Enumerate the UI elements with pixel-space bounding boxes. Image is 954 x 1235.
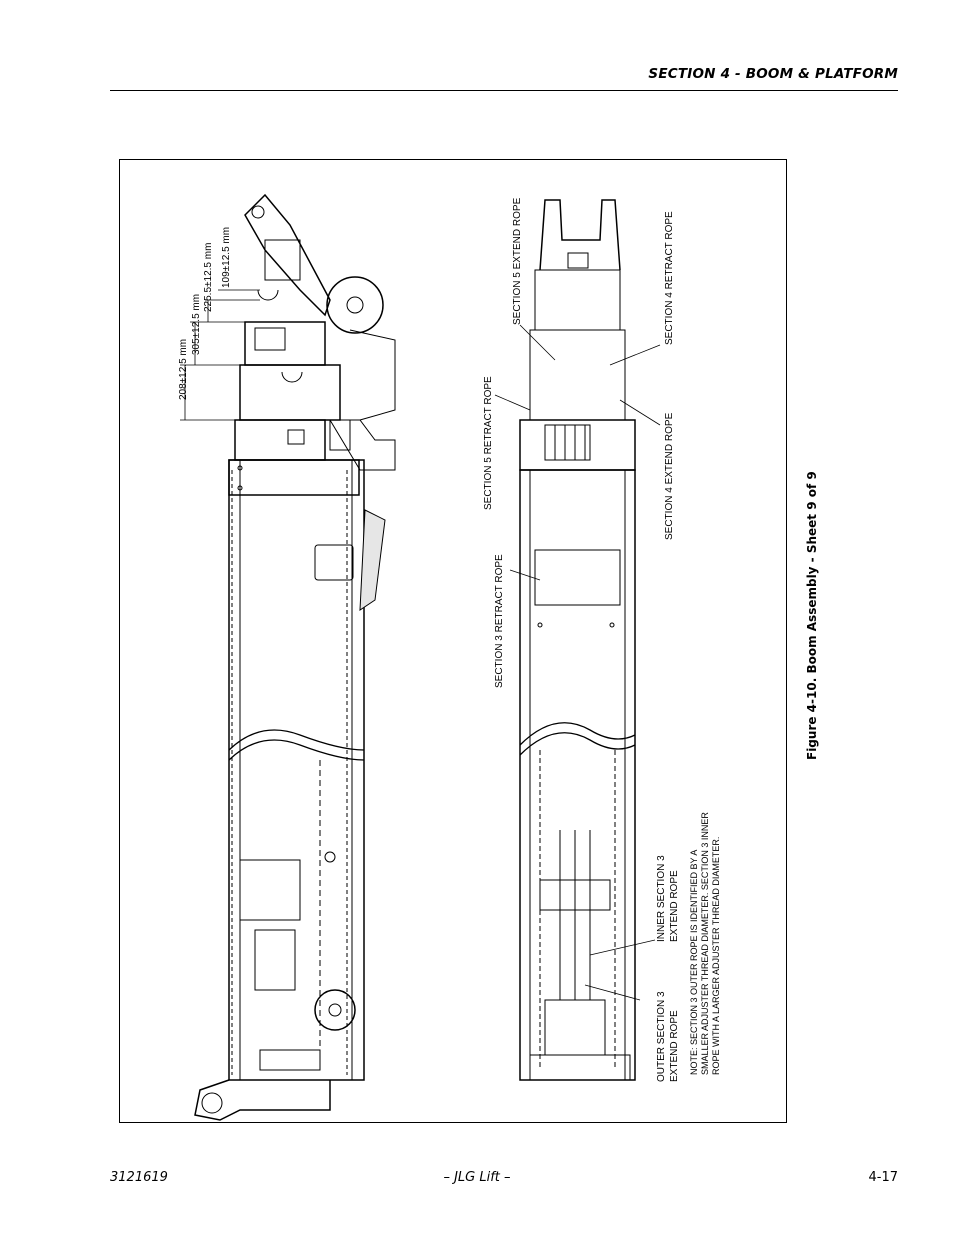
leader-lines: [494, 324, 661, 1001]
figure-labels: 208±12.5 mm 305±12.5 mm 225.5±12.5 mm 10…: [178, 197, 721, 1082]
dimension-lines: [180, 289, 260, 421]
footer-brand: – JLG Lift –: [443, 1170, 511, 1185]
section5-retract-rope-label: SECTION 5 RETRACT ROPE: [483, 376, 494, 510]
page-number: 4-17: [868, 1170, 898, 1185]
boom-top-view: [519, 199, 636, 1081]
page-header: SECTION 4 - BOOM & PLATFORM: [110, 64, 898, 91]
section5-extend-rope-label: SECTION 5 EXTEND ROPE: [512, 197, 523, 325]
section4-retract-rope-label: SECTION 4 RETRACT ROPE: [664, 211, 675, 345]
doc-number: 3121619: [110, 1170, 168, 1185]
figure-frame: [119, 159, 787, 1123]
note-line1: NOTE: SECTION 3 OUTER ROPE IS IDENTIFIED…: [689, 850, 699, 1075]
inner-section3-label-line1: INNER SECTION 3: [656, 855, 667, 942]
boom-side-view: [194, 193, 396, 1121]
outer-section3-label-line2: EXTEND ROPE: [669, 1010, 680, 1082]
dim-208-label: 208±12.5 mm: [178, 339, 189, 400]
note-line2: SMALLER ADJUSTER THREAD DIAMETER. SECTIO…: [700, 812, 710, 1075]
outer-section3-label-line1: OUTER SECTION 3: [656, 991, 667, 1082]
section4-extend-rope-label: SECTION 4 EXTEND ROPE: [664, 412, 675, 540]
section-title: SECTION 4 - BOOM & PLATFORM: [648, 66, 898, 82]
figure-caption: Figure 4-10. Boom Assembly - Sheet 9 of …: [805, 471, 819, 760]
note-line3: ROPE WITH A LARGER ADJUSTER THREAD DIAME…: [711, 837, 721, 1075]
section3-retract-rope-label: SECTION 3 RETRACT ROPE: [494, 554, 505, 688]
dim-109-label: 109±12.5 mm: [221, 227, 232, 288]
dim-225-label: 225.5±12.5 mm: [203, 243, 214, 312]
inner-section3-label-line2: EXTEND ROPE: [669, 870, 680, 942]
dim-305-label: 305±12.5 mm: [191, 294, 202, 355]
